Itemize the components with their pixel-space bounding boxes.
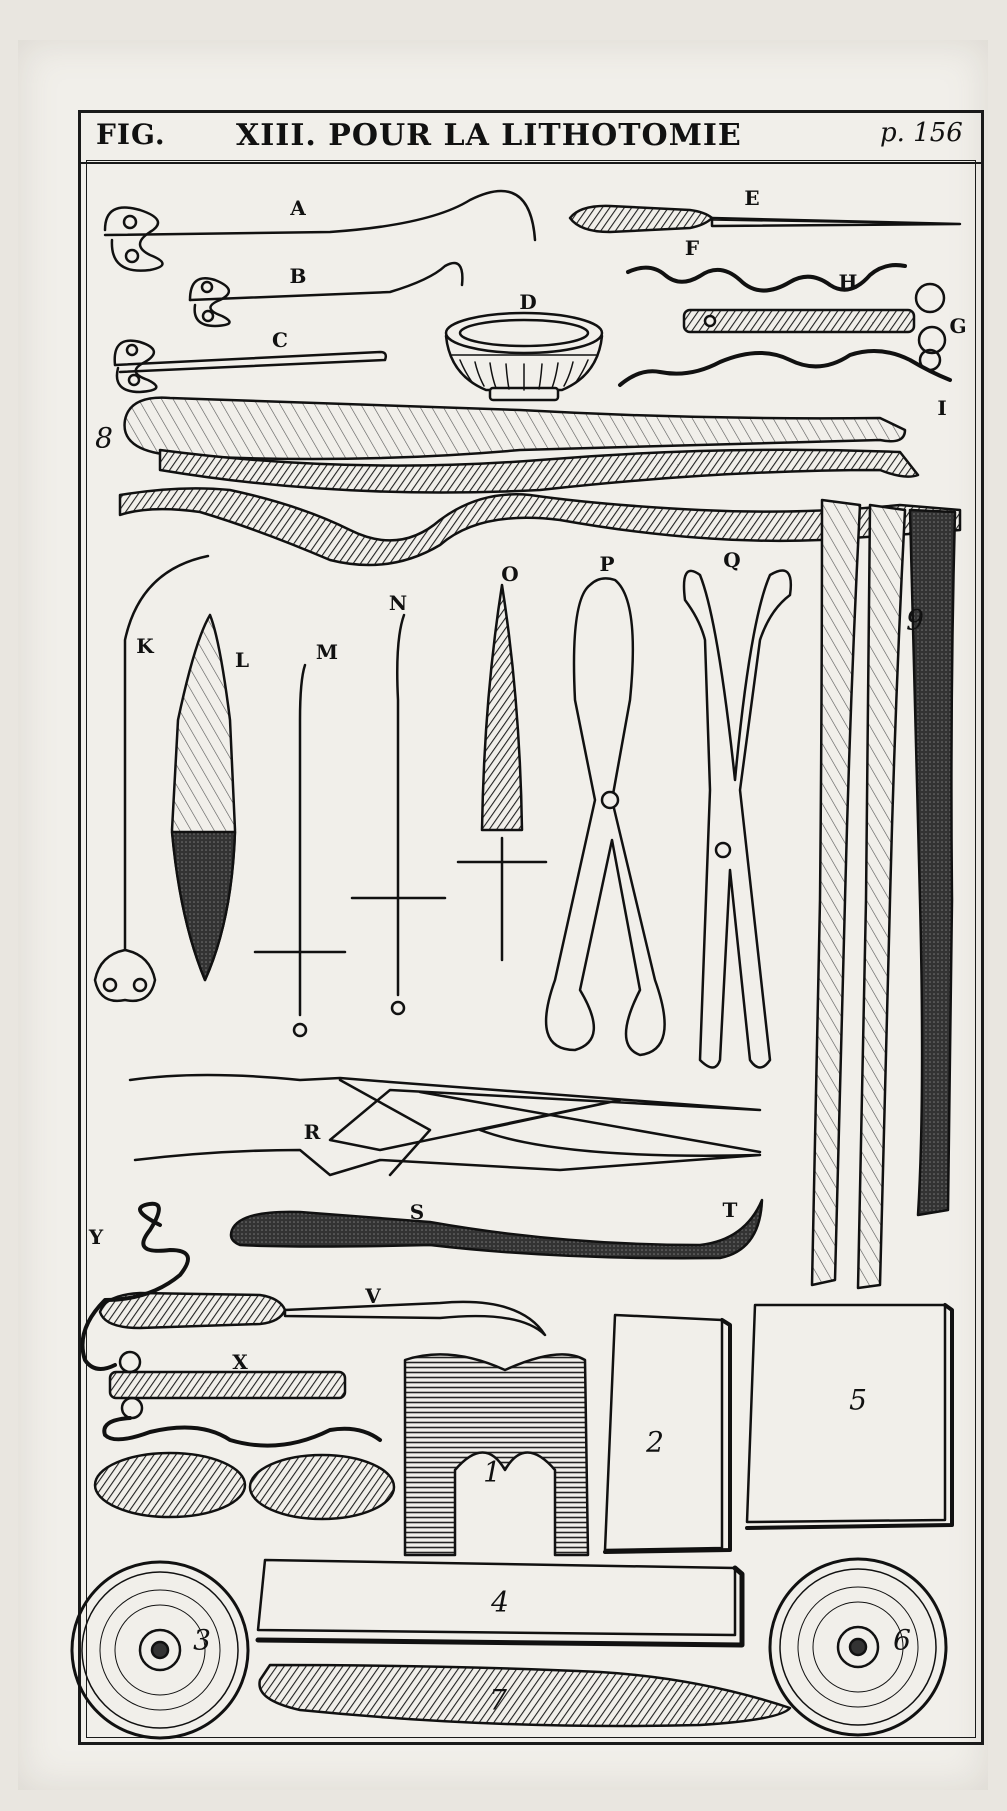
label-t: T	[722, 1198, 738, 1222]
label-p: P	[599, 552, 615, 576]
figure-label: FIG.	[96, 118, 166, 151]
plate-title: XIII. POUR LA LITHOTOMIE	[236, 118, 742, 153]
bandage-7	[258, 1663, 792, 1728]
label-o: O	[501, 562, 519, 586]
instrument-o-lancet	[456, 583, 548, 962]
label-c: C	[272, 328, 288, 352]
compress-2	[603, 1313, 732, 1554]
instrument-q-forceps	[682, 569, 793, 1069]
number-3: 3	[193, 1623, 211, 1657]
instrument-v-knife	[98, 1291, 547, 1337]
instrument-n-probe	[350, 613, 447, 1016]
label-m: M	[315, 640, 339, 664]
stones	[93, 1451, 396, 1521]
instrument-y-cord	[80, 1201, 190, 1371]
instrument-c-sound	[113, 339, 388, 394]
label-s: S	[409, 1200, 425, 1224]
number-9: 9	[906, 603, 924, 637]
label-g: G	[949, 314, 967, 338]
instrument-p-forceps	[544, 577, 666, 1057]
label-n: N	[388, 591, 408, 615]
label-l: L	[234, 648, 250, 672]
instrument-d-bowl	[444, 311, 604, 402]
instrument-k-hook	[93, 554, 210, 1003]
label-b: B	[289, 264, 307, 288]
page-reference: p. 156	[880, 118, 963, 148]
instrument-a-sound	[103, 189, 537, 272]
number-4: 4	[491, 1585, 509, 1619]
label-x: X	[232, 1350, 248, 1374]
number-2: 2	[646, 1425, 664, 1459]
instrument-r-lithotomy-forceps	[128, 1073, 762, 1177]
label-r: R	[303, 1120, 321, 1144]
number-7: 7	[489, 1683, 507, 1717]
label-y: Y	[88, 1225, 104, 1249]
compress-3	[70, 1560, 250, 1740]
bandage-9	[810, 498, 957, 1290]
label-q: Q	[723, 548, 741, 572]
number-5: 5	[849, 1383, 867, 1417]
instrument-e-scalpel	[568, 204, 962, 234]
compress-6	[768, 1557, 948, 1737]
label-k: K	[136, 634, 154, 658]
label-e: E	[744, 186, 760, 210]
instrument-m-probe	[253, 663, 347, 1038]
instrument-f-h-ligature	[626, 263, 907, 293]
label-h: H	[838, 270, 858, 294]
instrument-g-cannula	[682, 282, 947, 372]
instrument-l-gorget	[170, 613, 237, 982]
plate-outer-border	[78, 110, 984, 1745]
bandage-8	[118, 396, 962, 567]
label-d: D	[519, 290, 537, 314]
compress-5	[745, 1303, 954, 1530]
number-1: 1	[483, 1455, 501, 1489]
instrument-s-t-scoop	[229, 1198, 764, 1260]
number-8: 8	[95, 421, 113, 455]
label-i: I	[937, 396, 947, 420]
number-6: 6	[893, 1623, 911, 1657]
instrument-i-cord	[618, 349, 952, 387]
label-v: V	[365, 1284, 381, 1308]
label-a: A	[290, 196, 306, 220]
instrument-x-cannula	[102, 1350, 382, 1448]
compress-4	[255, 1558, 745, 1648]
instrument-b-sound	[188, 261, 464, 328]
plate-inner-border	[86, 160, 976, 1738]
label-f: F	[684, 236, 700, 260]
header-rule	[78, 162, 984, 164]
compress-1	[403, 1353, 590, 1557]
